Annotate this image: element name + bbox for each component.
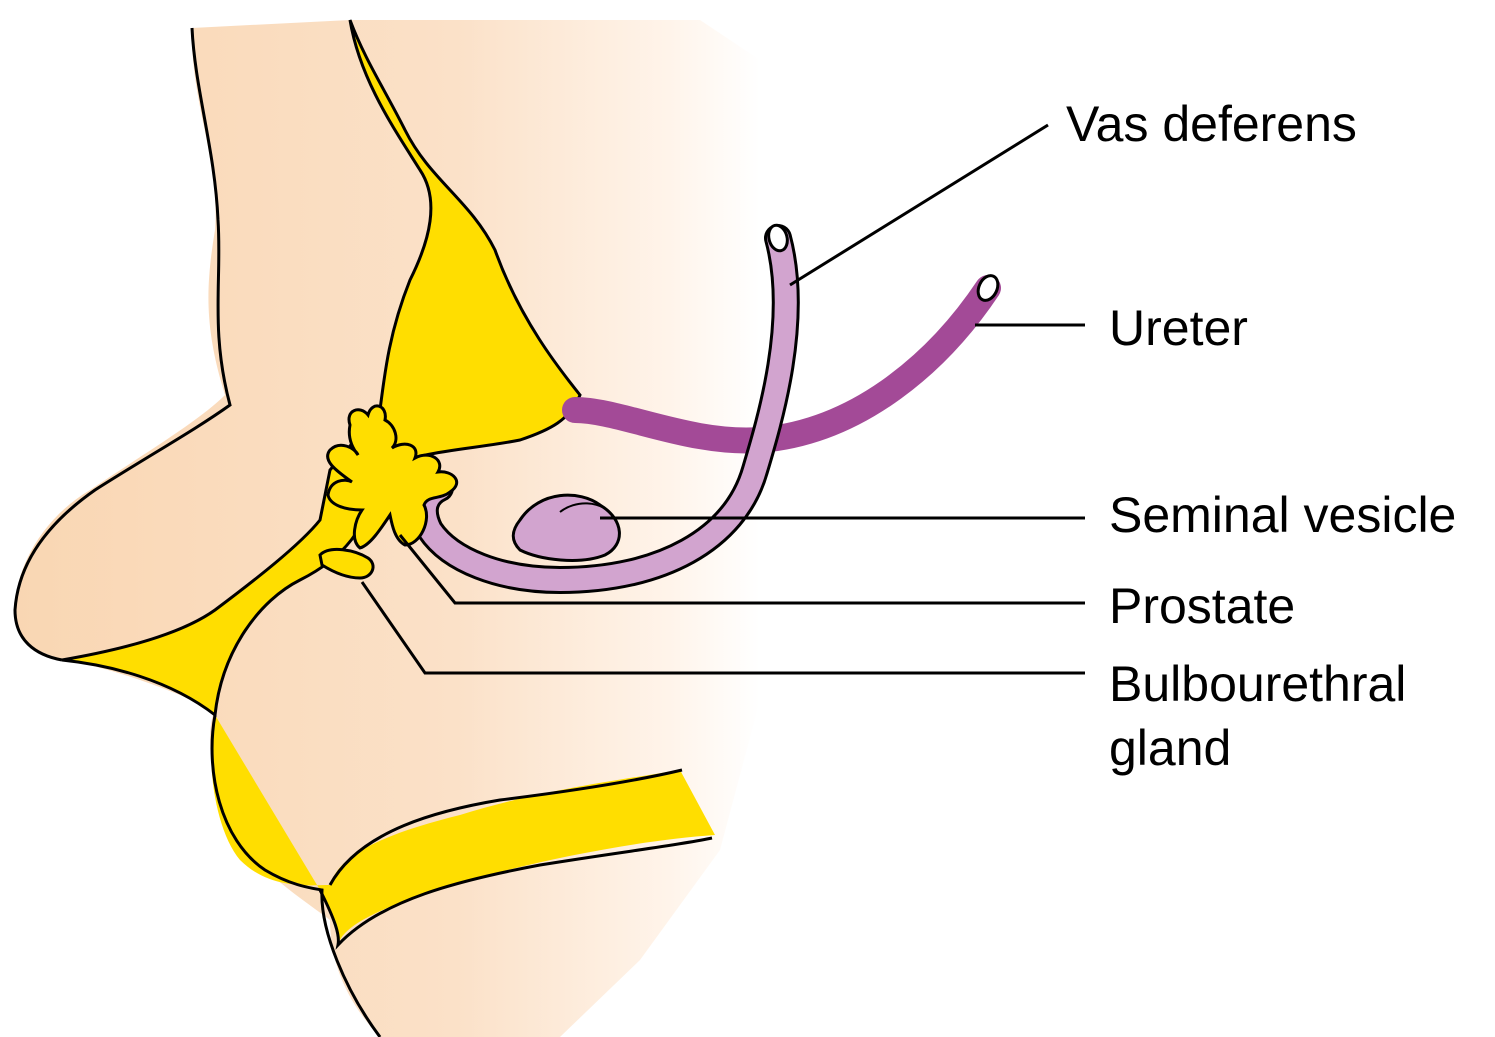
- vas-deferens-opening: [767, 223, 789, 253]
- bulbourethral-gland: [318, 547, 375, 580]
- leader-prostate: [398, 534, 1085, 605]
- vas-deferens-fill: [413, 227, 797, 592]
- lower-bone-outline: [210, 714, 382, 1037]
- label-vas-deferens: Vas deferens: [1066, 96, 1357, 152]
- bladder-urethra: [61, 19, 582, 718]
- seminal-vesicle-fold: [559, 502, 613, 516]
- prostate-gland: [326, 404, 458, 550]
- leader-bulbourethral: [360, 581, 1085, 675]
- label-seminal-vesicle: Seminal vesicle: [1109, 487, 1456, 543]
- seminal-vesicle: [511, 493, 621, 562]
- lower-band-outline-top: [328, 768, 683, 886]
- leader-vas-deferens: [789, 123, 1049, 287]
- lower-band-outline-bottom: [318, 836, 713, 950]
- lower-yellow-band: [211, 715, 715, 940]
- label-bulbourethral-line1: Bulbourethral: [1109, 656, 1406, 712]
- label-prostate: Prostate: [1109, 578, 1295, 634]
- ureter-opening: [976, 274, 1000, 302]
- label-ureter: Ureter: [1109, 300, 1248, 356]
- body-outline: [13, 27, 232, 662]
- label-bulbourethral-line2: gland: [1109, 720, 1231, 776]
